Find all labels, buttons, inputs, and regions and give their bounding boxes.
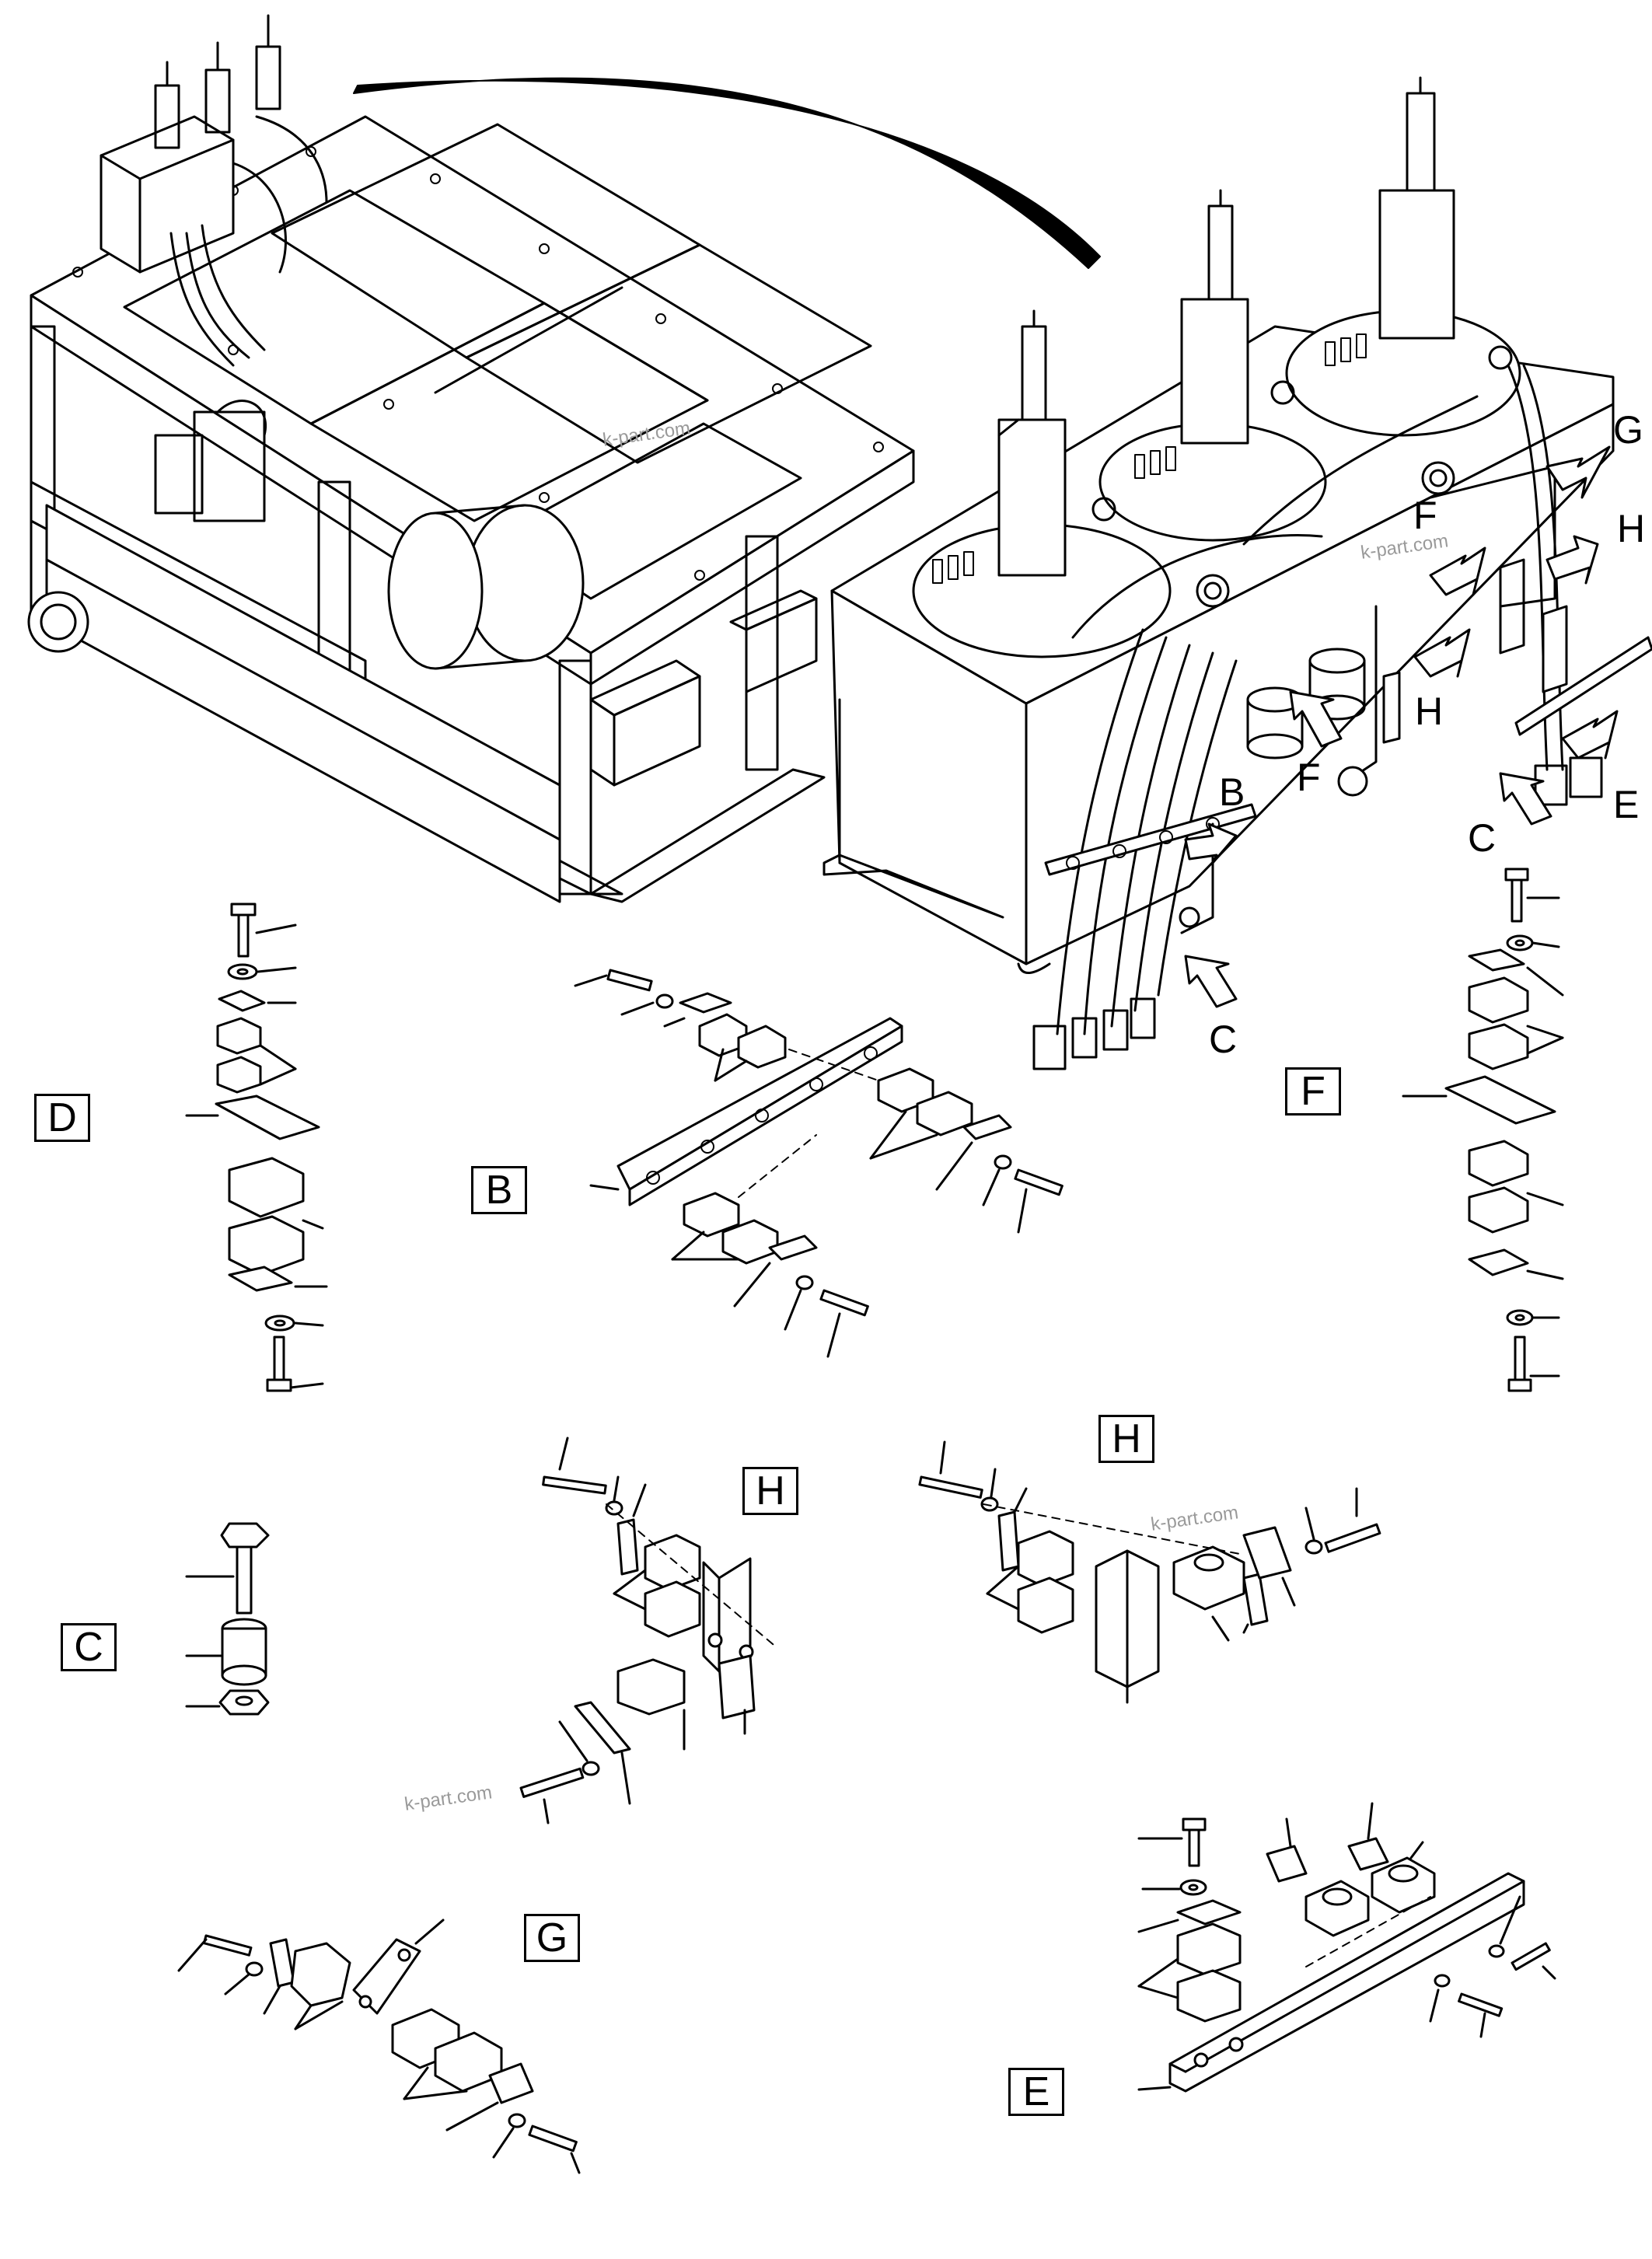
hydraulic-tank-illustration xyxy=(823,76,1652,1070)
view-arrow xyxy=(353,77,1101,269)
callout-c-right: C xyxy=(1468,816,1497,860)
section-label-c: C xyxy=(61,1623,117,1671)
callout-h-upper: H xyxy=(1617,507,1646,550)
callout-f-upper: F xyxy=(1413,494,1437,537)
detail-d-exploded-parts xyxy=(185,903,328,1392)
callout-e: E xyxy=(1613,783,1640,826)
detail-g-exploded-parts xyxy=(177,1919,581,2174)
detail-f-exploded-parts xyxy=(1402,868,1564,1392)
view-direction-arrows xyxy=(1184,445,1619,1008)
machine-frame-illustration xyxy=(27,14,915,903)
detail-e-exploded-parts xyxy=(1137,1802,1556,2093)
section-label-b: B xyxy=(471,1166,527,1214)
section-label-h-right: H xyxy=(1098,1415,1154,1463)
callout-f-lower: F xyxy=(1297,756,1321,799)
section-label-h-left: H xyxy=(742,1467,798,1515)
callout-g: G xyxy=(1613,408,1643,452)
detail-h-right-exploded-parts xyxy=(918,1440,1381,1704)
detail-b-exploded-parts xyxy=(574,969,1063,1358)
detail-h-left-exploded-parts xyxy=(519,1437,778,1824)
section-label-f: F xyxy=(1285,1067,1341,1116)
callout-c-lower: C xyxy=(1209,1018,1238,1061)
callout-h-lower: H xyxy=(1415,690,1444,733)
section-label-d: D xyxy=(34,1094,90,1142)
section-label-g: G xyxy=(524,1914,580,1962)
callout-b: B xyxy=(1219,770,1245,814)
section-label-e: E xyxy=(1008,2068,1064,2116)
detail-c-exploded-parts xyxy=(185,1522,270,1716)
